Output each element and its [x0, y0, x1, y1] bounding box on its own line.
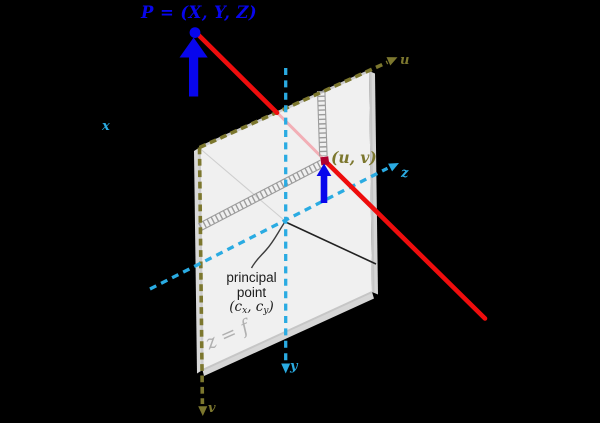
- principal-point-label: principal point (cx, cy): [203, 270, 300, 319]
- projection-ray-upper: [194, 31, 280, 116]
- y-axis: [281, 68, 291, 374]
- principal-point-label-line2: point: [236, 285, 267, 300]
- principal-axis-line: [284, 220, 377, 265]
- plane-center-diagonal: [200, 148, 285, 221]
- principal-point-label-line1: principal: [226, 270, 277, 285]
- z-axis-arrowhead: [388, 163, 399, 172]
- principal-point-coords: (cx, cy): [229, 299, 274, 317]
- u-ruler: [197, 159, 325, 231]
- principal-point-leader: [250, 222, 286, 269]
- u-axis-arrowhead: [386, 57, 398, 66]
- u-axis-label: u: [400, 53, 410, 68]
- uv-point-arrow: [316, 163, 332, 203]
- v-axis: [197, 147, 208, 416]
- y-axis-label: y: [290, 359, 298, 374]
- projection-ray-lower: [321, 157, 488, 321]
- plane-edge-right: [369, 71, 375, 293]
- u-axis: [198, 57, 398, 150]
- uv-point-marker: [320, 156, 330, 166]
- y-axis-arrowhead: [281, 363, 291, 374]
- image-plane-left-face: [194, 147, 203, 374]
- point-p-label: P = (X, Y, Z): [141, 3, 258, 22]
- uv-point-label: (u, v): [331, 148, 377, 167]
- z-axis-label: z: [401, 166, 409, 181]
- z-axis: [149, 163, 399, 291]
- v-axis-label: v: [208, 401, 216, 416]
- image-plane-bottom-face: [202, 292, 374, 376]
- point-p-dot: [189, 27, 201, 38]
- x-axis-label: x: [102, 119, 110, 134]
- v-axis-arrowhead: [198, 406, 208, 416]
- point-p-arrow: [179, 37, 208, 97]
- v-ruler: [316, 90, 328, 157]
